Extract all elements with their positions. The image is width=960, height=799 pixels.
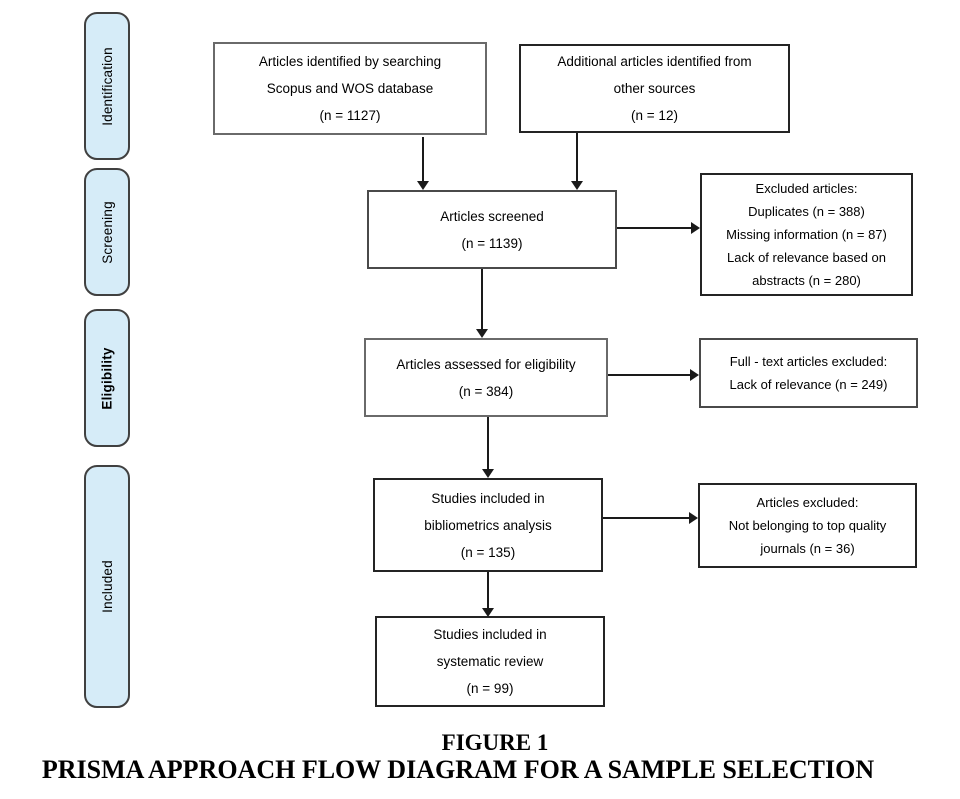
box-excluded-articles-screening: Excluded articles: Duplicates (n = 388) Mi… — [700, 173, 913, 296]
arrow-screened-to-excluded-line — [617, 227, 691, 229]
box-text-line: Articles excluded: — [756, 495, 859, 510]
box-text-line: Full - text articles excluded: — [729, 354, 888, 369]
box-text-line: Missing information (n = 87) — [726, 227, 887, 242]
box-text-line: other sources — [613, 81, 696, 96]
arrow-screened-to-eligibility-head — [476, 329, 488, 338]
box-articles-assessed-eligibility: Articles assessed for eligibility (n = 38… — [364, 338, 608, 417]
box-text-line: Additional articles identified from — [557, 54, 752, 69]
arrow-screened-to-excluded-head — [691, 222, 700, 234]
box-text-line: Duplicates (n = 388) — [748, 204, 865, 219]
stage-identification: Identification — [84, 12, 130, 160]
arrow-additional-to-screened-line — [576, 133, 578, 182]
arrow-screened-to-eligibility-line — [481, 269, 483, 330]
box-text-line: Scopus and WOS database — [266, 81, 434, 96]
box-excluded-top-quality: Articles excluded: Not belonging to top q… — [698, 483, 917, 568]
box-text-line: Studies included in — [431, 490, 545, 506]
box-text-line: Articles assessed for eligibility — [396, 356, 576, 372]
box-text-line: (n = 1139) — [461, 235, 523, 251]
stage-included-label: Included — [99, 560, 115, 613]
stage-screening: Screening — [84, 168, 130, 296]
arrow-additional-to-screened-head — [571, 181, 583, 190]
arrow-eligibility-to-fulltext-line — [608, 374, 690, 376]
box-text-line: Articles screened — [440, 208, 544, 224]
box-text-line: Lack of relevance (n = 249) — [729, 377, 888, 392]
box-text-line: Studies included in — [433, 627, 547, 642]
box-text-line: Lack of relevance based on — [727, 250, 886, 265]
arrow-bibliometrics-to-excluded-line — [603, 517, 689, 519]
stage-screening-label: Screening — [99, 200, 115, 264]
box-text-line: systematic review — [436, 654, 544, 669]
arrow-eligibility-to-fulltext-head — [690, 369, 699, 381]
box-text-line: (n = 1127) — [319, 108, 381, 123]
box-bibliometrics-analysis: Studies included in bibliometrics analysi… — [373, 478, 603, 572]
box-text-line: (n = 135) — [460, 544, 516, 560]
stage-included: Included — [84, 465, 130, 708]
arrow-bibliometrics-to-systematic-line — [487, 572, 489, 609]
arrow-bibliometrics-to-systematic-head — [482, 608, 494, 617]
arrow-eligibility-to-bibliometrics-head — [482, 469, 494, 478]
box-fulltext-articles-excluded: Full - text articles excluded: Lack of re… — [699, 338, 918, 408]
box-additional-articles: Additional articles identified from other… — [519, 44, 790, 133]
arrow-search-to-screened-line — [422, 137, 424, 182]
figure-caption-subtitle: PRISMA APPROACH FLOW DIAGRAM FOR A SAMPL… — [41, 755, 875, 784]
box-text-line: journals (n = 36) — [760, 541, 855, 556]
figure-caption-title: FIGURE 1 — [441, 730, 549, 755]
stage-identification-label: Identification — [99, 46, 115, 126]
box-text-line: Excluded articles: — [755, 181, 858, 196]
stage-eligibility: Eligibility — [84, 309, 130, 447]
box-text-line: (n = 384) — [458, 383, 514, 399]
box-text-line: bibliometrics analysis — [424, 517, 552, 533]
arrow-eligibility-to-bibliometrics-line — [487, 417, 489, 470]
box-text-line: Articles identified by searching — [258, 54, 442, 69]
box-text-line: (n = 12) — [631, 108, 678, 123]
box-text-line: abstracts (n = 280) — [752, 273, 861, 288]
box-text-line: (n = 99) — [466, 681, 514, 696]
stage-eligibility-label: Eligibility — [99, 346, 115, 410]
arrow-search-to-screened-head — [417, 181, 429, 190]
box-systematic-review: Studies included in systematic review (n =… — [375, 616, 605, 707]
arrow-bibliometrics-to-excluded-head — [689, 512, 698, 524]
box-text-line: Not belonging to top quality — [728, 518, 887, 533]
box-articles-screened: Articles screened (n = 1139) — [367, 190, 617, 269]
